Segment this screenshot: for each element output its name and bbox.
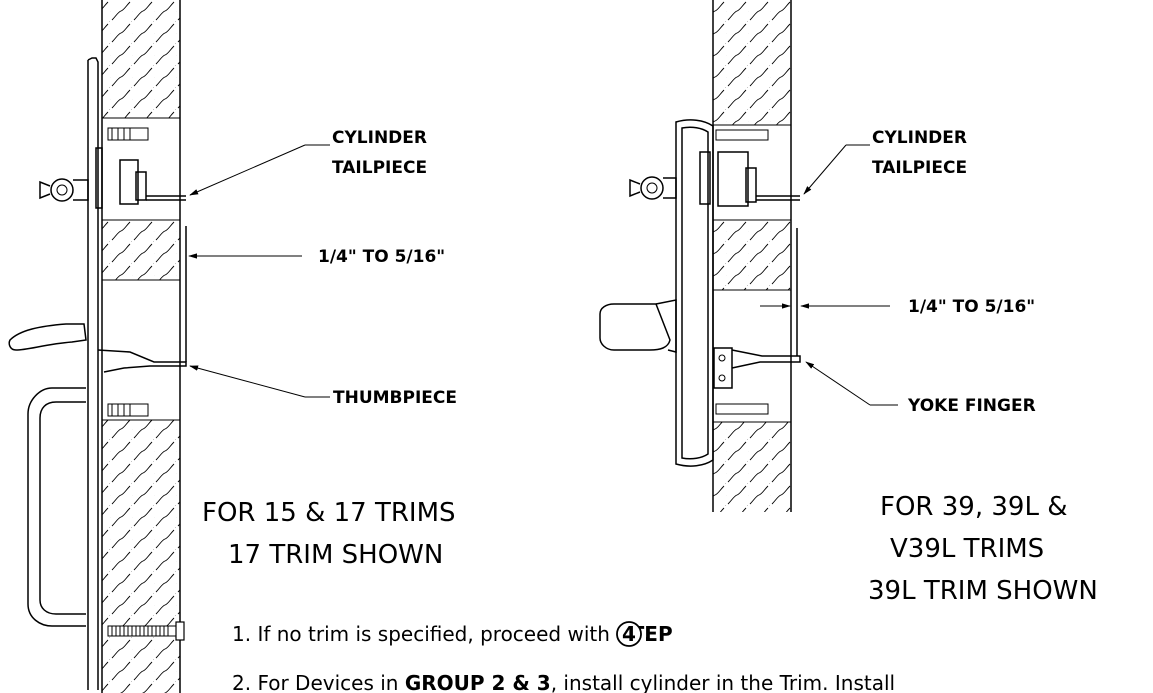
left-mounting-screw-top (107, 127, 149, 141)
left-cylinder-label-line1: CYLINDER (332, 128, 427, 148)
right-trim-body (675, 119, 714, 467)
right-door-wall (712, 0, 792, 512)
right-yoke-finger-label: YOKE FINGER (907, 396, 1036, 416)
left-trim-plate (87, 57, 103, 690)
right-cylinder-knob (629, 176, 677, 200)
instruction-steps: 1. If no trim is specified, proceed with… (232, 621, 895, 693)
right-caption-line1: FOR 39, 39L & (880, 492, 1067, 522)
left-caption-line1: FOR 15 & 17 TRIMS (202, 498, 456, 528)
right-internal-plates (715, 129, 800, 415)
left-thumbpiece-leader (189, 365, 306, 398)
left-thumbpiece-label: THUMBPIECE (333, 388, 457, 408)
left-cylinder-knob (39, 178, 89, 202)
left-cylinder (119, 159, 186, 205)
left-cylinder-tailpiece-leader (189, 144, 306, 196)
step-2-prefix: 2. For Devices in (232, 671, 405, 693)
left-pull-handle (8, 323, 87, 627)
step-2-bold: GROUP 2 & 3 (405, 671, 551, 693)
step-2: 2. For Devices in GROUP 2 & 3, install c… (232, 671, 895, 693)
right-caption-line2: V39L TRIMS (890, 534, 1044, 564)
right-cylinder-label-line1: CYLINDER (872, 128, 967, 148)
step-1-number-badge: 4 (616, 621, 642, 647)
right-cylinder-tailpiece-leader (803, 144, 847, 195)
right-lever-handle (599, 299, 677, 353)
step-1-prefix: 1. If no trim is specified, proceed with (232, 622, 616, 646)
step-1-number: 4 (622, 622, 636, 646)
right-dimension-label: 1/4" TO 5/16" (908, 297, 1035, 317)
step-1: 1. If no trim is specified, proceed with… (232, 622, 673, 646)
right-cylinder-label-line2: TAILPIECE (872, 158, 967, 178)
left-caption-line2: 17 TRIM SHOWN (228, 540, 443, 570)
left-dimension-label: 1/4" TO 5/16" (318, 247, 445, 267)
step-1-suffix: . (644, 622, 652, 646)
left-door-wall (101, 0, 181, 693)
left-figure: CYLINDER TAILPIECE 1/4" TO 5/16" THUMBPI… (8, 0, 457, 693)
left-mounting-screw-bottom (107, 621, 185, 641)
step-2-suffix: , install cylinder in the Trim. Install (551, 671, 895, 693)
right-yoke-finger-leader (805, 361, 871, 406)
left-cylinder-label-line2: TAILPIECE (332, 158, 427, 178)
right-caption-line3: 39L TRIM SHOWN (868, 576, 1098, 606)
left-mounting-screw-middle (107, 403, 149, 417)
right-yoke-finger (713, 347, 801, 389)
right-figure: CYLINDER TAILPIECE 1/4" TO 5/16" YOKE FI… (599, 0, 1098, 606)
left-thumbpiece (97, 226, 187, 373)
